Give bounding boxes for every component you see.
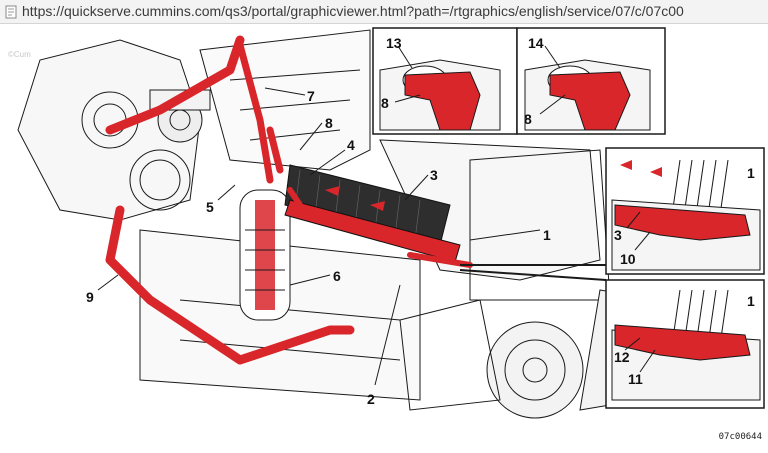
callout-labels: 7 8 4 3 5 6 9 1 2 13 8 14 8 1 3 10 1 12 … — [86, 35, 755, 407]
callout-9: 9 — [86, 289, 94, 305]
callout-inset-a-8: 8 — [381, 95, 389, 111]
flow-arrows — [325, 186, 385, 211]
callout-inset-a-13: 13 — [386, 35, 402, 51]
callout-1: 1 — [543, 227, 551, 243]
engine-diagram: 7 8 4 3 5 6 9 1 2 13 8 14 8 1 3 10 1 12 … — [17, 27, 765, 419]
page-icon — [5, 5, 17, 19]
callout-inset-c-3: 3 — [614, 227, 622, 243]
inset-b — [516, 27, 666, 135]
callout-4: 4 — [347, 137, 355, 153]
flow-lines — [105, 35, 473, 365]
leader-lines — [97, 87, 541, 386]
copyright-watermark: ©Cum — [8, 50, 31, 59]
inset-a — [372, 27, 518, 135]
callout-2: 2 — [367, 391, 375, 407]
callout-6: 6 — [333, 268, 341, 284]
callout-7: 7 — [307, 88, 315, 104]
inset-c — [605, 147, 765, 275]
heat-exchanger — [284, 164, 461, 263]
callout-inset-d-11: 11 — [628, 371, 643, 387]
callout-inset-c-1: 1 — [747, 165, 755, 181]
inset-d — [605, 279, 765, 409]
url-text[interactable]: https://quickserve.cummins.com/qs3/porta… — [22, 3, 684, 19]
filter-canister — [239, 189, 291, 321]
callout-inset-b-14: 14 — [528, 35, 544, 51]
callout-3: 3 — [430, 167, 438, 183]
callout-inset-c-10: 10 — [620, 251, 636, 267]
graphic-viewer: 7 8 4 3 5 6 9 1 2 13 8 14 8 1 3 10 1 12 … — [0, 24, 768, 448]
callout-5: 5 — [206, 199, 214, 215]
callout-inset-d-1: 1 — [747, 293, 755, 309]
address-bar[interactable]: https://quickserve.cummins.com/qs3/porta… — [0, 0, 768, 24]
inset-connectors — [459, 264, 607, 281]
callout-inset-b-8: 8 — [524, 111, 532, 127]
callout-inset-d-12: 12 — [614, 349, 630, 365]
figure-code: 07c00644 — [718, 432, 762, 442]
callout-8: 8 — [325, 115, 333, 131]
